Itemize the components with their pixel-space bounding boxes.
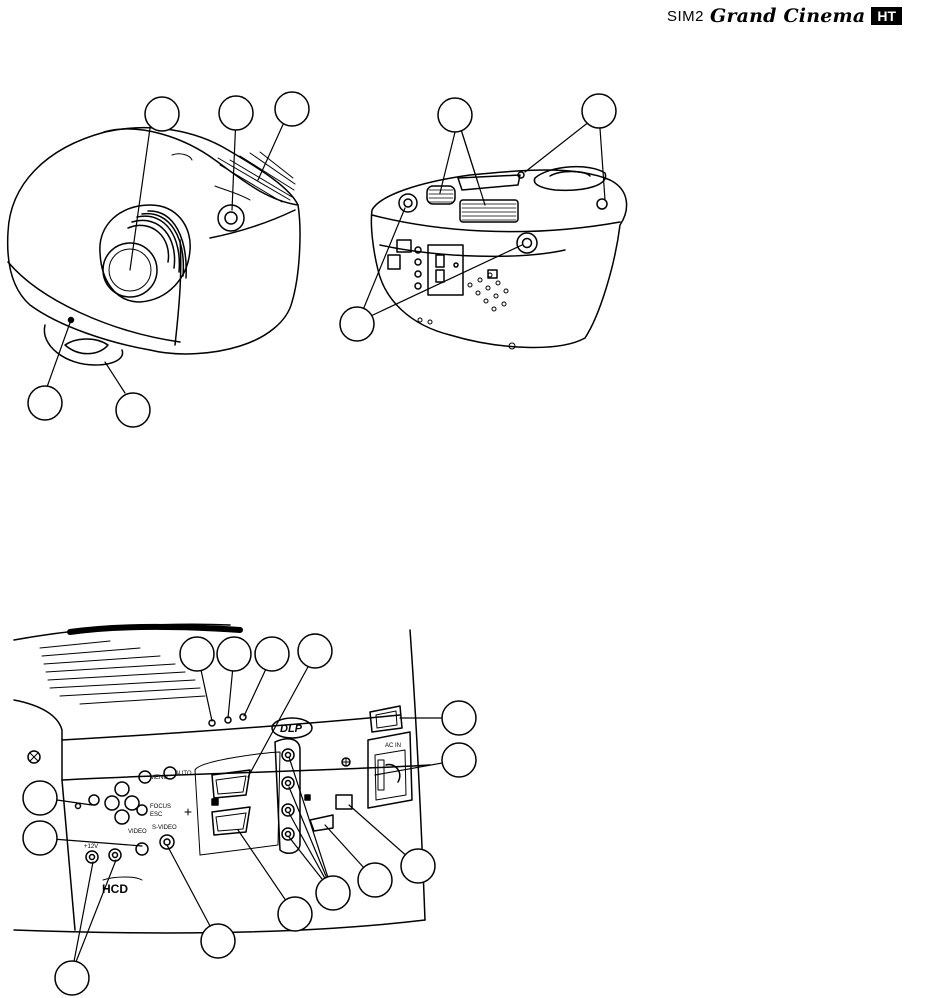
- callout-leaders: [39, 113, 606, 973]
- projector-bottom-view: [370, 165, 628, 350]
- panel-labels: MENU AUTO FOCUS ESC VIDEO S-VIDEO +12V D…: [84, 723, 401, 896]
- brand-logo: SIM2 Grand Cinema HT: [667, 4, 931, 28]
- label-dlp: DLP: [280, 723, 303, 735]
- control-pad: [74, 766, 177, 825]
- label-esc: ESC: [150, 812, 163, 818]
- label-s-video: S-VIDEO: [152, 825, 177, 831]
- projector-rear-panel: [13, 623, 431, 934]
- label-12v: +12V: [84, 844, 98, 850]
- label-menu: MENU: [150, 775, 168, 781]
- brand-sim: SIM2: [667, 7, 705, 25]
- label-hcd: HCD: [102, 882, 128, 896]
- label-video: VIDEO: [128, 829, 147, 835]
- brand-grand-cinema: Grand Cinema: [710, 5, 866, 27]
- label-focus: FOCUS: [150, 804, 171, 810]
- label-ac-in: AC IN: [385, 743, 401, 749]
- projector-front-view: [6, 127, 301, 366]
- callout-circles: [22, 91, 617, 996]
- brand-ht-badge: HT: [871, 7, 903, 25]
- label-auto: AUTO: [175, 771, 192, 777]
